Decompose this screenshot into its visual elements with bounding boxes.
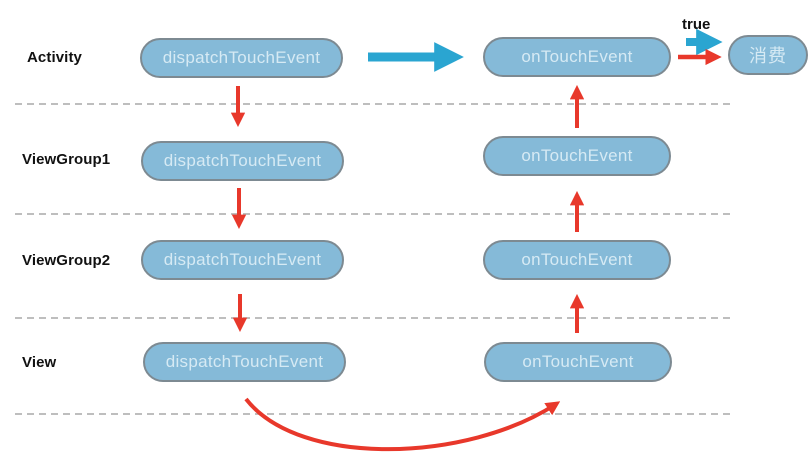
pill-activity-ontouchevent: onTouchEvent: [483, 37, 671, 77]
pill-viewgroup1-ontouchevent: onTouchEvent: [483, 136, 671, 176]
pill-view-ontouchevent: onTouchEvent: [484, 342, 672, 382]
row-label-activity: Activity: [27, 49, 82, 66]
pill-view-dispatchtouchevent: dispatchTouchEvent: [143, 342, 346, 382]
true-result-label: true: [682, 16, 711, 33]
pill-viewgroup1-dispatchtouchevent: dispatchTouchEvent: [141, 141, 344, 181]
pill-viewgroup2-ontouchevent: onTouchEvent: [483, 240, 671, 280]
row-label-view: View: [22, 354, 57, 371]
pill-consume: 消费: [728, 35, 808, 75]
curve-arrow-dispatch-to-ontouchevent-icon: [244, 397, 561, 452]
pill-activity-dispatchtouchevent: dispatchTouchEvent: [140, 38, 343, 78]
pill-viewgroup2-dispatchtouchevent: dispatchTouchEvent: [141, 240, 344, 280]
row-label-viewgroup1: ViewGroup1: [22, 151, 111, 168]
row-label-viewgroup2: ViewGroup2: [22, 252, 111, 269]
